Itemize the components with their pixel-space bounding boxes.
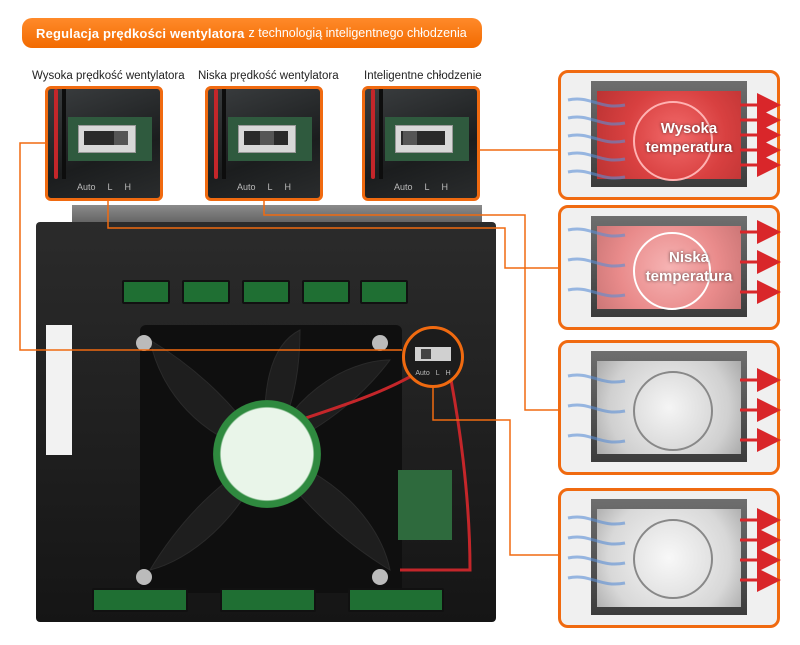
- panel-low-temp: Niska temperatura: [558, 205, 780, 330]
- panel-low-line2: temperatura: [645, 268, 733, 285]
- title-banner: Regulacja prędkości wentylatora z techno…: [22, 18, 482, 48]
- switch-knob: [114, 131, 128, 145]
- title-bold: Regulacja prędkości wentylatora: [36, 25, 245, 41]
- fan-hub-sticker: [213, 400, 321, 508]
- control-board: [398, 470, 452, 540]
- switch-label-high: Wysoka prędkość wentylatora: [32, 70, 185, 82]
- switch-label-low: Niska prędkość wentylatora: [198, 70, 339, 82]
- power-connector: [348, 588, 444, 612]
- panel-normal: [558, 340, 780, 475]
- title-normal: z technologią inteligentnego chłodzenia: [248, 26, 467, 40]
- panel-cooled: [558, 488, 780, 628]
- switch-knob: [260, 131, 274, 145]
- panel-high-temp: Wysoka temperatura: [558, 70, 780, 200]
- switch-label-smart: Inteligentne chłodzenie: [364, 70, 482, 82]
- panel-low-line1: Niska: [668, 249, 710, 266]
- switch-knob: [403, 131, 417, 145]
- panel-high-line2: temperatura: [645, 139, 733, 156]
- power-connector: [220, 588, 316, 612]
- power-connector: [92, 588, 188, 612]
- panel-high-line1: Wysoka: [660, 120, 718, 137]
